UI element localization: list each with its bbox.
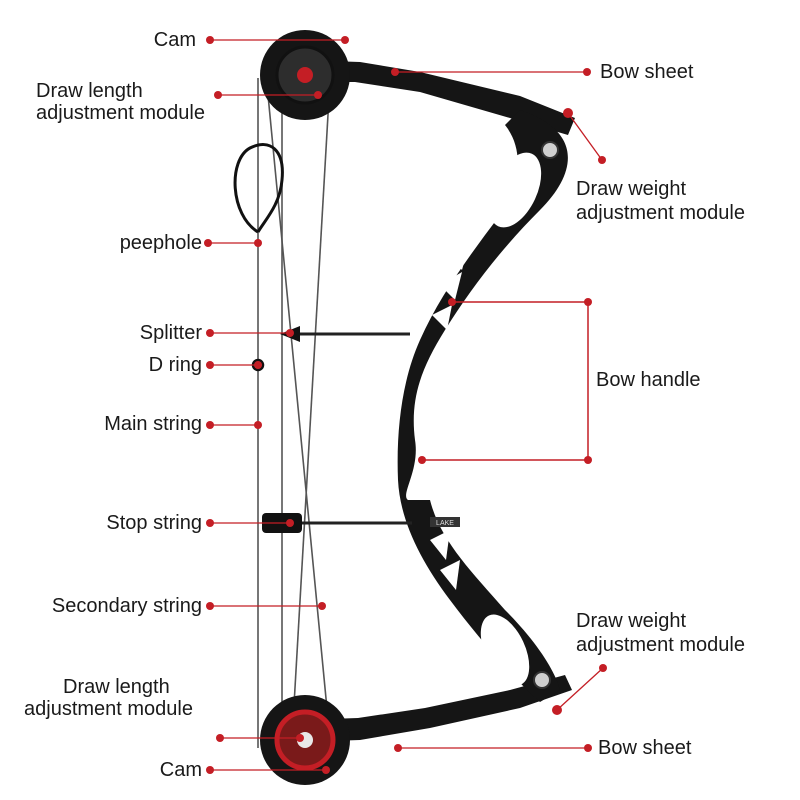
label-draw-length-top-line2: adjustment module <box>36 102 205 124</box>
bow-handle-bracket <box>422 301 589 461</box>
label-cam-top: Cam <box>153 29 196 51</box>
label-stop-string: Stop string <box>106 512 202 534</box>
leader-dots <box>204 36 607 774</box>
label-d-ring: D ring <box>148 354 202 376</box>
label-draw-weight-bottom-line1: Draw weight <box>576 610 687 632</box>
label-draw-weight-top-line2: adjustment module <box>576 202 745 224</box>
label-secondary-string: Secondary string <box>51 595 202 617</box>
label-bow-sheet-bottom: Bow sheet <box>598 737 692 759</box>
riser-badge-text: LAKE <box>436 520 454 527</box>
riser-badge-plate <box>430 517 460 527</box>
bow-sheet-bottom <box>300 675 572 742</box>
label-cam-bottom: Cam <box>159 759 202 781</box>
cam-bottom-wheel <box>260 695 350 785</box>
bow-strings <box>257 78 331 748</box>
label-draw-length-bottom-line2: adjustment module <box>24 698 193 720</box>
label-peephole: peephole <box>119 232 202 254</box>
label-bow-sheet-top: Bow sheet <box>600 61 694 83</box>
bow-sheet-top <box>300 60 575 135</box>
label-main-string: Main string <box>104 413 202 435</box>
secondary-string-a <box>267 94 331 741</box>
riser-cutouts <box>428 152 542 686</box>
label-draw-weight-bottom-line2: adjustment module <box>576 634 745 656</box>
peephole-loop <box>233 143 284 234</box>
label-splitter: Splitter <box>139 322 202 344</box>
bow-handle-body <box>397 110 568 702</box>
secondary-string-b <box>291 79 331 741</box>
draw-weight-bolt-bottom <box>533 671 551 689</box>
label-draw-length-top-line1: Draw length <box>36 80 143 102</box>
leader-lines <box>208 39 604 771</box>
label-draw-length-bottom-line1: Draw length <box>63 676 170 698</box>
label-bow-handle: Bow handle <box>596 369 701 391</box>
draw-weight-bolt-top <box>541 141 559 159</box>
label-draw-weight-top-line1: Draw weight <box>576 178 687 200</box>
splitter-rod <box>280 326 410 342</box>
cam-top-wheel <box>260 30 350 120</box>
